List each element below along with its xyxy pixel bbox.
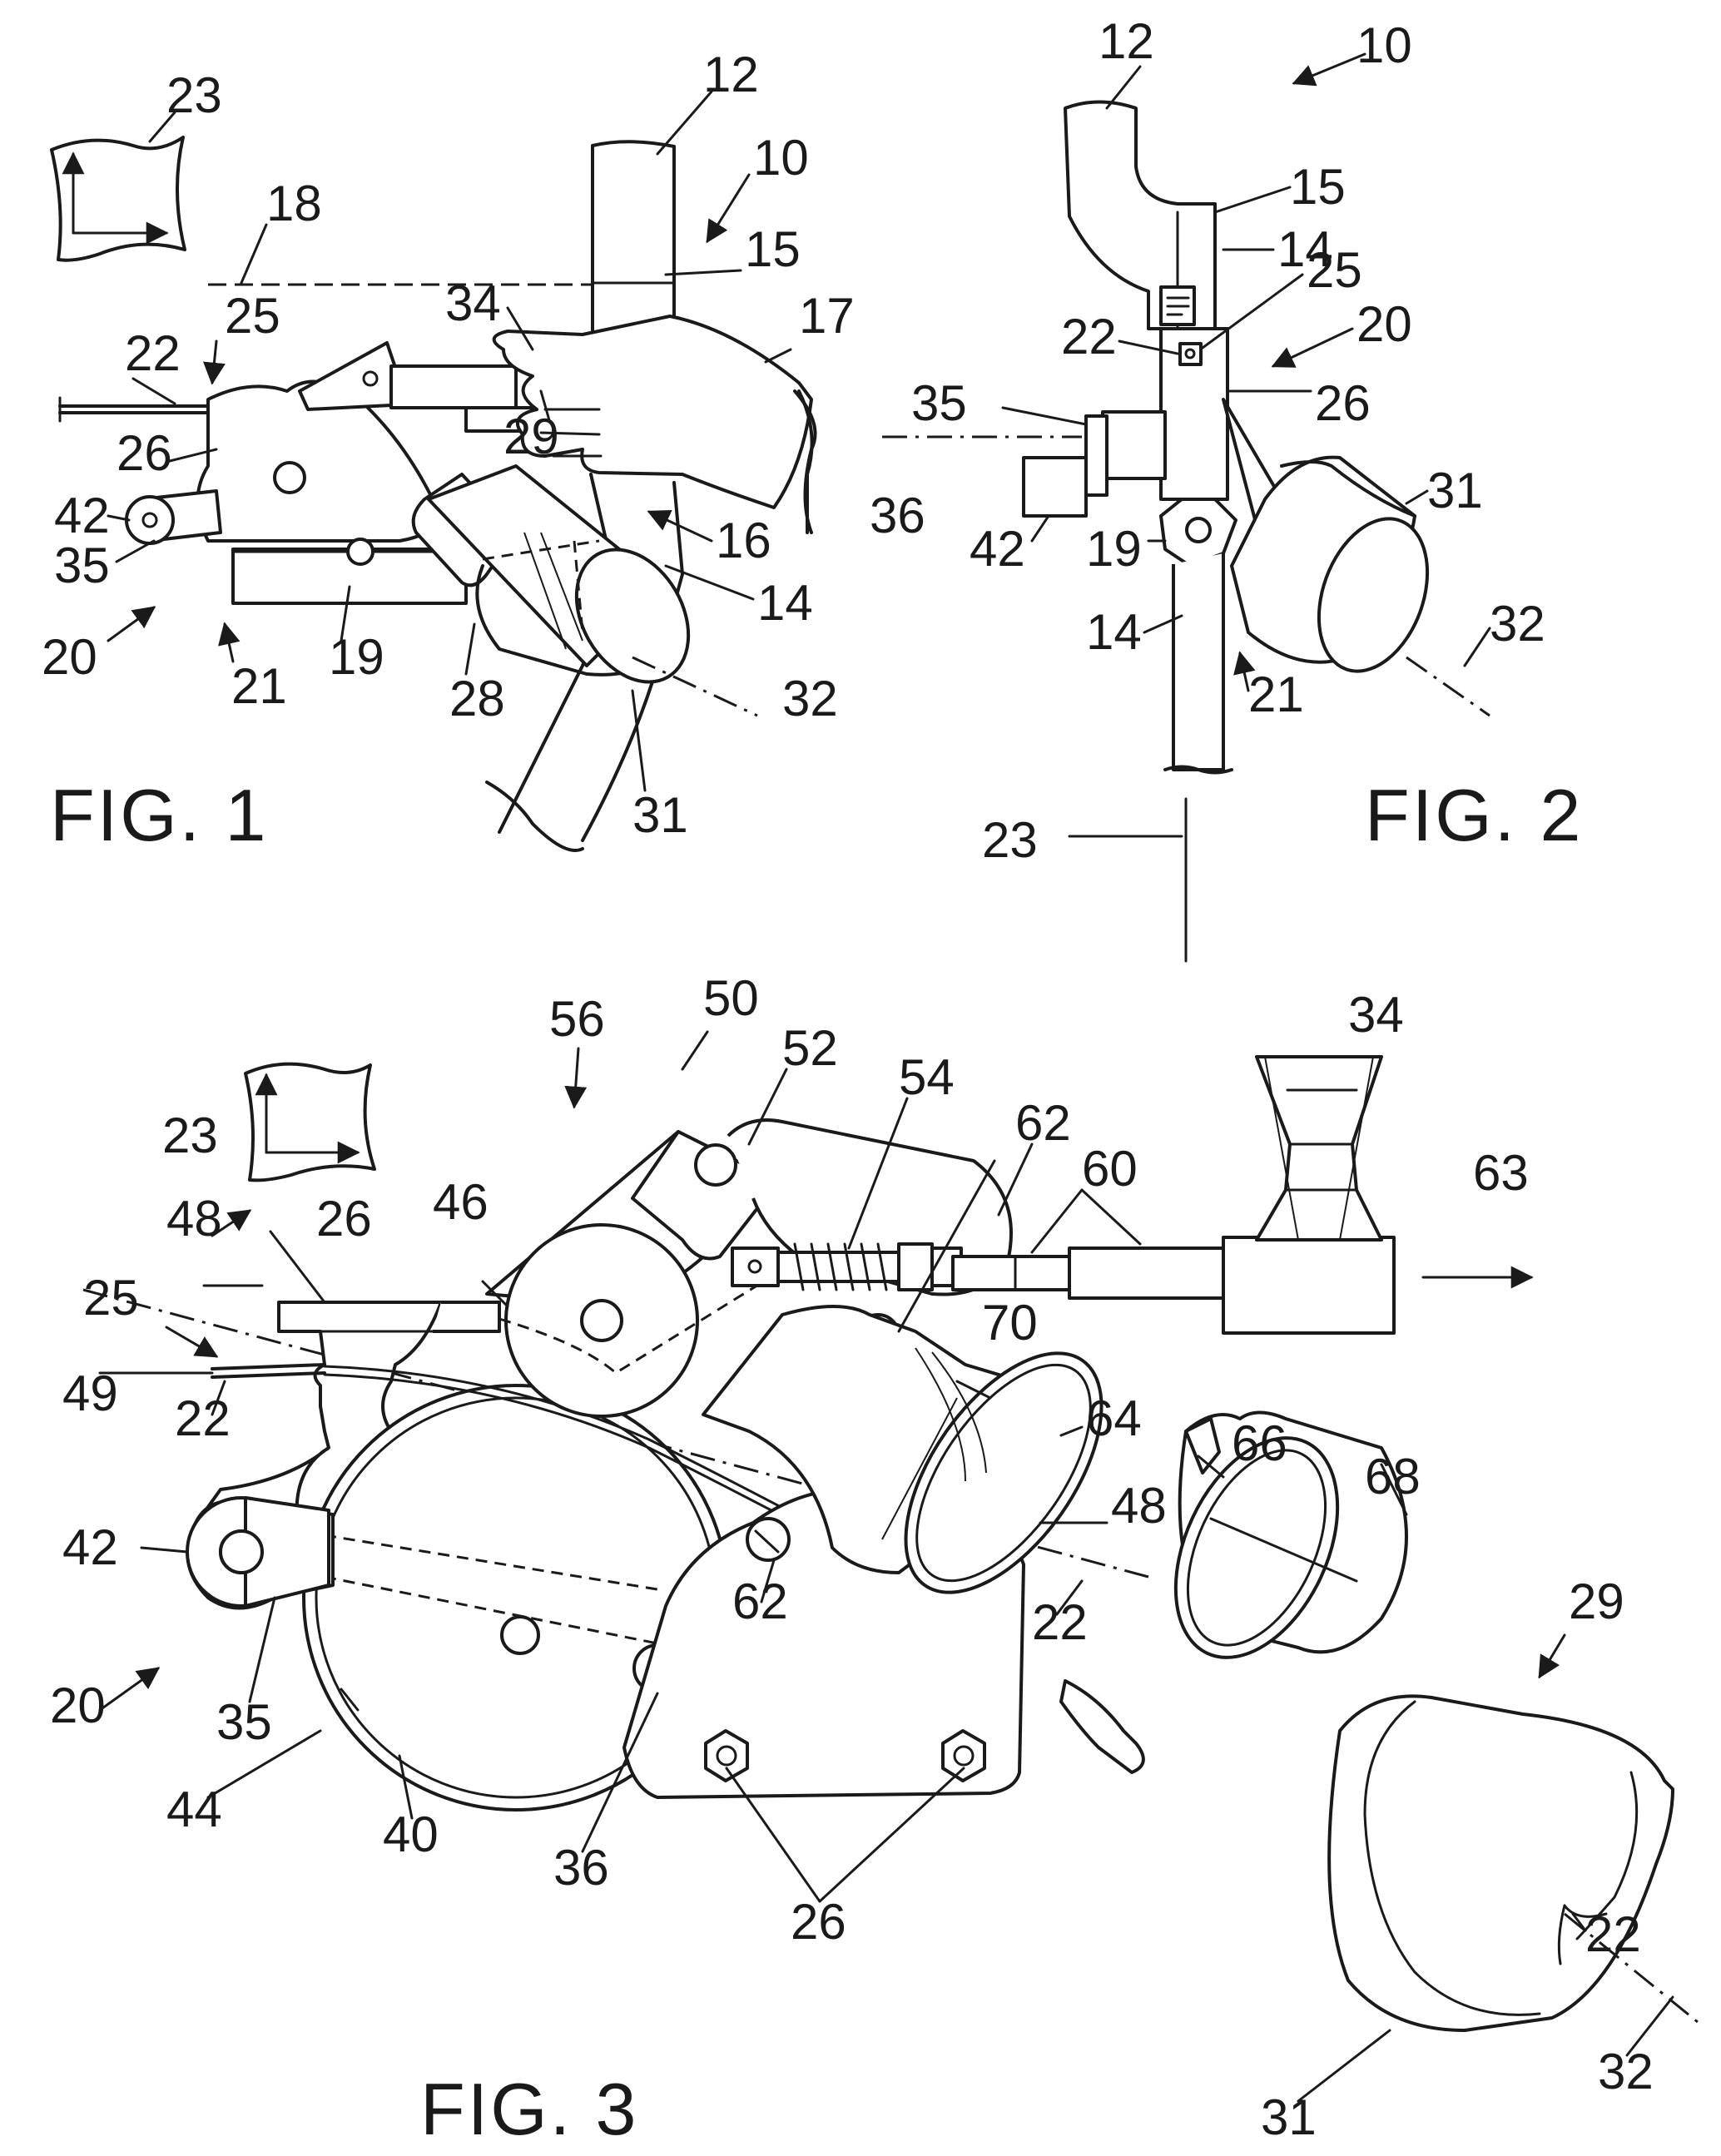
ref-25: 25 <box>1307 242 1362 298</box>
ref-44: 44 <box>166 1782 222 1837</box>
tool-body-26-side <box>1161 287 1228 499</box>
ref-15: 15 <box>1290 159 1346 215</box>
ref-68: 68 <box>1365 1449 1421 1504</box>
ref-56: 56 <box>549 991 605 1047</box>
ref-22: 22 <box>1061 309 1117 364</box>
line-22 <box>60 398 208 421</box>
ref-14: 14 <box>757 575 813 631</box>
ref-25: 25 <box>83 1270 139 1326</box>
ref-22: 22 <box>175 1390 231 1446</box>
ref-62b: 62 <box>732 1574 788 1629</box>
figure-3: 56 50 52 54 34 23 62 60 63 48 26 46 25 7… <box>50 970 1698 2150</box>
ref-15: 15 <box>745 221 801 277</box>
ref-14: 14 <box>1086 604 1142 660</box>
ref-20: 20 <box>42 629 97 685</box>
ref-63: 63 <box>1473 1145 1529 1201</box>
ref-21: 21 <box>1248 667 1304 722</box>
ref-16: 16 <box>716 513 771 568</box>
ref-20: 20 <box>50 1678 106 1733</box>
shaft-60 <box>953 1248 1223 1298</box>
reference-frame-23 <box>52 137 185 260</box>
ref-52: 52 <box>782 1020 838 1076</box>
ref-40: 40 <box>383 1807 439 1862</box>
ref-29: 29 <box>503 409 559 464</box>
ref-54: 54 <box>899 1049 955 1105</box>
reference-frame-23-fig3 <box>246 1064 374 1181</box>
ref-10: 10 <box>753 130 809 186</box>
ref-32: 32 <box>1490 596 1545 652</box>
ref-34: 34 <box>445 275 501 331</box>
ref-49: 49 <box>62 1365 118 1421</box>
bolt-right <box>943 1731 984 1781</box>
ref-23: 23 <box>162 1108 218 1163</box>
ref-35: 35 <box>54 538 110 593</box>
axis-32-side <box>1406 657 1490 716</box>
figure-1-title: FIG. 1 <box>50 774 269 856</box>
figure-2: 12 10 15 14 25 22 20 35 26 36 31 42 19 1… <box>870 13 1584 961</box>
cap-31 <box>1329 1696 1673 2030</box>
ref-26: 26 <box>316 1191 372 1247</box>
ref-22c: 22 <box>1585 1906 1641 1962</box>
ref-26b: 26 <box>791 1894 846 1950</box>
ref-12: 12 <box>703 47 759 102</box>
screw-62-lower <box>747 1519 789 1560</box>
ref-34: 34 <box>1348 987 1404 1043</box>
ref-42: 42 <box>62 1519 118 1575</box>
pivot-19-side <box>1161 499 1236 773</box>
ref-62: 62 <box>1015 1095 1071 1151</box>
ref-20: 20 <box>1356 296 1412 352</box>
figure-1: 23 12 10 18 15 34 17 22 25 29 26 42 35 1… <box>42 47 855 856</box>
ref-26: 26 <box>1315 375 1371 431</box>
ref-23: 23 <box>982 812 1038 868</box>
ref-35: 35 <box>911 375 967 431</box>
ref-25: 25 <box>225 288 280 344</box>
ref-22: 22 <box>125 325 181 381</box>
ref-48: 48 <box>166 1191 222 1247</box>
ref-28: 28 <box>449 671 505 726</box>
ref-17: 17 <box>799 288 855 344</box>
ref-42: 42 <box>970 521 1025 577</box>
ref-70: 70 <box>982 1295 1038 1351</box>
ref-46: 46 <box>433 1174 489 1230</box>
ref-42: 42 <box>54 488 110 543</box>
figure-2-title: FIG. 2 <box>1365 774 1584 856</box>
ref-31: 31 <box>1427 463 1483 518</box>
ref-36: 36 <box>870 488 925 543</box>
ref-50: 50 <box>703 970 759 1026</box>
ref-32: 32 <box>1598 2044 1654 2099</box>
ref-10: 10 <box>1356 17 1412 73</box>
ref-36: 36 <box>553 1840 609 1896</box>
figure-3-title: FIG. 3 <box>420 2068 639 2150</box>
ref-31: 31 <box>632 787 688 843</box>
ref-19: 19 <box>329 629 384 685</box>
ref-48b: 48 <box>1111 1478 1167 1534</box>
bolt-left <box>706 1731 747 1781</box>
ref-22b: 22 <box>1032 1594 1088 1650</box>
ref-64: 64 <box>1086 1390 1142 1446</box>
ref-26: 26 <box>117 425 172 481</box>
ref-12: 12 <box>1099 13 1154 69</box>
ref-29: 29 <box>1569 1574 1624 1629</box>
wheel-42-fig3 <box>187 1498 333 1608</box>
holder-34 <box>1223 1057 1394 1333</box>
handle-31-side <box>1223 399 1447 686</box>
ref-66: 66 <box>1232 1415 1287 1471</box>
ref-21: 21 <box>231 658 287 714</box>
ref-19: 19 <box>1086 521 1142 577</box>
wheel-42 <box>126 491 221 543</box>
ref-60: 60 <box>1082 1141 1138 1197</box>
ref-35: 35 <box>216 1694 272 1750</box>
wheel-42-side <box>1024 412 1165 516</box>
ref-31: 31 <box>1261 2089 1317 2145</box>
ref-23: 23 <box>166 67 222 123</box>
ref-18: 18 <box>266 176 322 231</box>
ref-32: 32 <box>782 671 838 726</box>
